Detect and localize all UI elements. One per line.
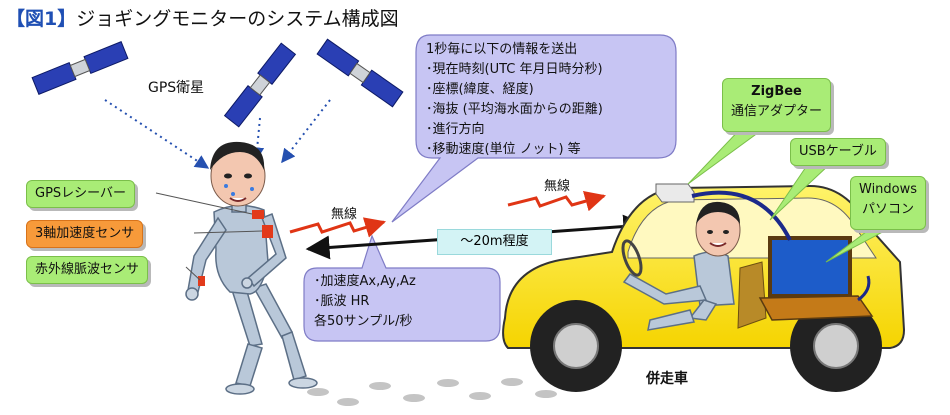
wireless-label-right: 無線	[544, 179, 571, 194]
satellite-icon	[31, 41, 129, 95]
info-line: ･海抜 (平均海水面からの距離)	[426, 102, 603, 117]
figure-tag: 【図1】	[6, 8, 77, 30]
satellite-icon	[223, 42, 297, 128]
windows-pc-label: Windows パソコン	[850, 176, 927, 230]
runner-figure	[185, 197, 318, 395]
laptop-icon	[758, 236, 874, 321]
info-line: ･現在時刻(UTC 年月日時分秒)	[426, 62, 603, 77]
info-line: ･座標(緯度、経度)	[426, 82, 534, 97]
zigbee-adapter-icon	[655, 183, 695, 203]
car-seat	[737, 261, 767, 329]
sensor-line: ･脈波 HR	[314, 294, 370, 309]
info-line: ･移動速度(単位 ノット) 等	[426, 142, 581, 157]
info-line: ･進行方向	[426, 122, 485, 137]
wireless-signal-right	[507, 191, 607, 212]
distance-label: ～20m程度	[437, 229, 552, 255]
pulse-sensor-device	[198, 276, 205, 286]
gps-receiver-device	[252, 210, 264, 219]
zigbee-callout-tail	[687, 123, 772, 185]
title-text: ジョギングモニターのシステム構成図	[76, 8, 399, 30]
footprints	[307, 378, 557, 406]
driver-head	[695, 201, 741, 257]
usb-cable-end	[857, 275, 871, 302]
sensor-callout: ･加速度Ax,Ay,Az ･脈波 HR 各50サンプル/秒	[314, 272, 416, 332]
info-callout: 1秒毎に以下の情報を送出 ･現在時刻(UTC 年月日時分秒) ･座標(緯度、経度…	[426, 40, 603, 160]
sensor-line: ･加速度Ax,Ay,Az	[314, 274, 416, 289]
sensor-line: 各50サンプル/秒	[314, 314, 413, 329]
zigbee-label-line: 通信アダプター	[731, 104, 823, 119]
car-wheel-icon	[530, 300, 622, 392]
wireless-label-left: 無線	[331, 207, 358, 222]
zigbee-label-line: ZigBee	[751, 84, 802, 99]
label-pointers	[155, 192, 263, 281]
accelerometer-device	[262, 225, 273, 238]
accelerometer-label: 3軸加速度センサ	[26, 220, 144, 248]
gps-signal-arrows	[104, 99, 331, 169]
pulse-sensor-label: 赤外線脈波センサ	[26, 256, 149, 284]
car-label: 併走車	[646, 371, 688, 387]
info-callout-bubble	[391, 34, 677, 223]
usb-cable-label: USBケーブル	[790, 138, 886, 166]
info-line: 1秒毎に以下の情報を送出	[426, 42, 578, 57]
windows-label-line: Windows	[859, 182, 918, 197]
usb-cable	[691, 190, 792, 241]
steering-wheel	[621, 239, 643, 277]
page-title: 【図1】ジョギングモニターのシステム構成図	[6, 4, 399, 31]
driver-figure	[622, 251, 735, 331]
zigbee-adapter-label: ZigBee 通信アダプター	[722, 78, 832, 132]
car-wheel-icon	[790, 300, 882, 392]
windows-label-line: パソコン	[862, 202, 915, 217]
wireless-signal-left	[289, 217, 387, 238]
gps-receiver-label: GPSレシーバー	[26, 180, 136, 208]
runner-head	[210, 141, 266, 207]
satellite-icon	[316, 38, 404, 108]
sensor-callout-bubble	[303, 234, 501, 342]
gps-satellite-label: GPS衛星	[148, 80, 205, 96]
